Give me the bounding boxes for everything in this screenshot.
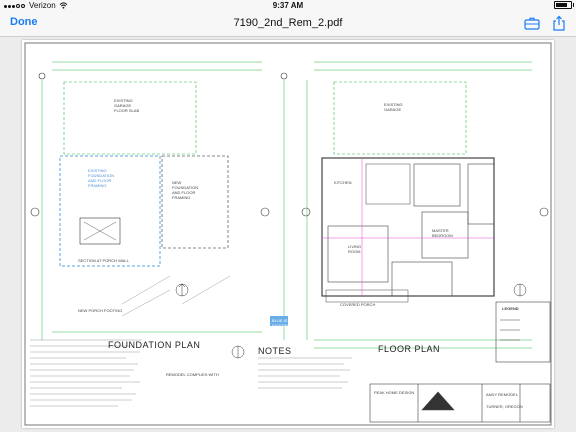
legend-heading: LEGEND (502, 306, 519, 311)
blueprint-drawing (24, 42, 552, 426)
living-room-label: LIVING ROOM (348, 244, 362, 254)
covered-porch-label: COVERED PORCH (340, 302, 376, 307)
dimension-lines (41, 61, 532, 349)
document-title: 7190_2nd_Rem_2.pdf (233, 17, 343, 29)
section-porch-wall-label: SECTION AT PORCH WALL (78, 258, 129, 263)
notes-text-block (30, 339, 352, 407)
company-name: PEAK HOME DESIGN (374, 390, 415, 395)
floor-plan-heading: FLOOR PLAN (378, 344, 441, 354)
briefcase-icon[interactable] (523, 15, 541, 31)
legend-box (495, 301, 551, 363)
existing-foundation-label: EXISTING FOUNDATION AND FLOOR FRAMING (88, 168, 115, 188)
battery-indicator (554, 1, 574, 9)
battery-icon (554, 1, 574, 9)
master-bedroom-label: MASTER BEDROOM (432, 228, 453, 238)
wifi-icon (59, 2, 68, 9)
existing-garage-slab-label: EXISTING GARAGE FLOOR SLAB (114, 98, 140, 113)
status-bar: Verizon 9:37 AM (0, 0, 576, 12)
existing-garage-label: EXISTING GARAGE (384, 102, 403, 112)
remodel-complies-label: REMODEL COMPLIES WITH (166, 372, 219, 377)
north-arrows (175, 283, 527, 359)
clock: 9:37 AM (272, 1, 304, 10)
title-block (369, 383, 551, 423)
carrier-indicator: Verizon (4, 1, 68, 10)
floor-plan-drawing (321, 81, 495, 303)
share-icon[interactable] (550, 15, 568, 31)
kitchen-label: KITCHEN (334, 180, 352, 185)
client-name: ANDY REMODEL (486, 392, 518, 397)
client-city: TURNER, OREGON (486, 404, 523, 409)
pdf-page[interactable]: EXISTING GARAGE FLOOR SLAB EXISTING FOUN… (22, 40, 554, 428)
new-foundation-label: NEW FOUNDATION AND FLOOR FRAMING (172, 180, 199, 200)
new-porch-footing-label: NEW PORCH FOOTING (78, 308, 123, 313)
carrier-name: Verizon (29, 1, 56, 10)
foundation-plan-drawing (59, 81, 231, 317)
notes-heading: NOTES (258, 346, 292, 356)
section-markers (30, 72, 549, 217)
existing-color-swatch (270, 316, 288, 326)
navigation-bar: Done 7190_2nd_Rem_2.pdf (0, 12, 576, 37)
signal-icon (4, 1, 26, 10)
battery-level (556, 3, 567, 7)
done-button[interactable]: Done (10, 16, 38, 28)
foundation-plan-heading: FOUNDATION PLAN (108, 340, 201, 350)
blue-is-existing-label: BLUE IS EXISTING (272, 318, 291, 328)
